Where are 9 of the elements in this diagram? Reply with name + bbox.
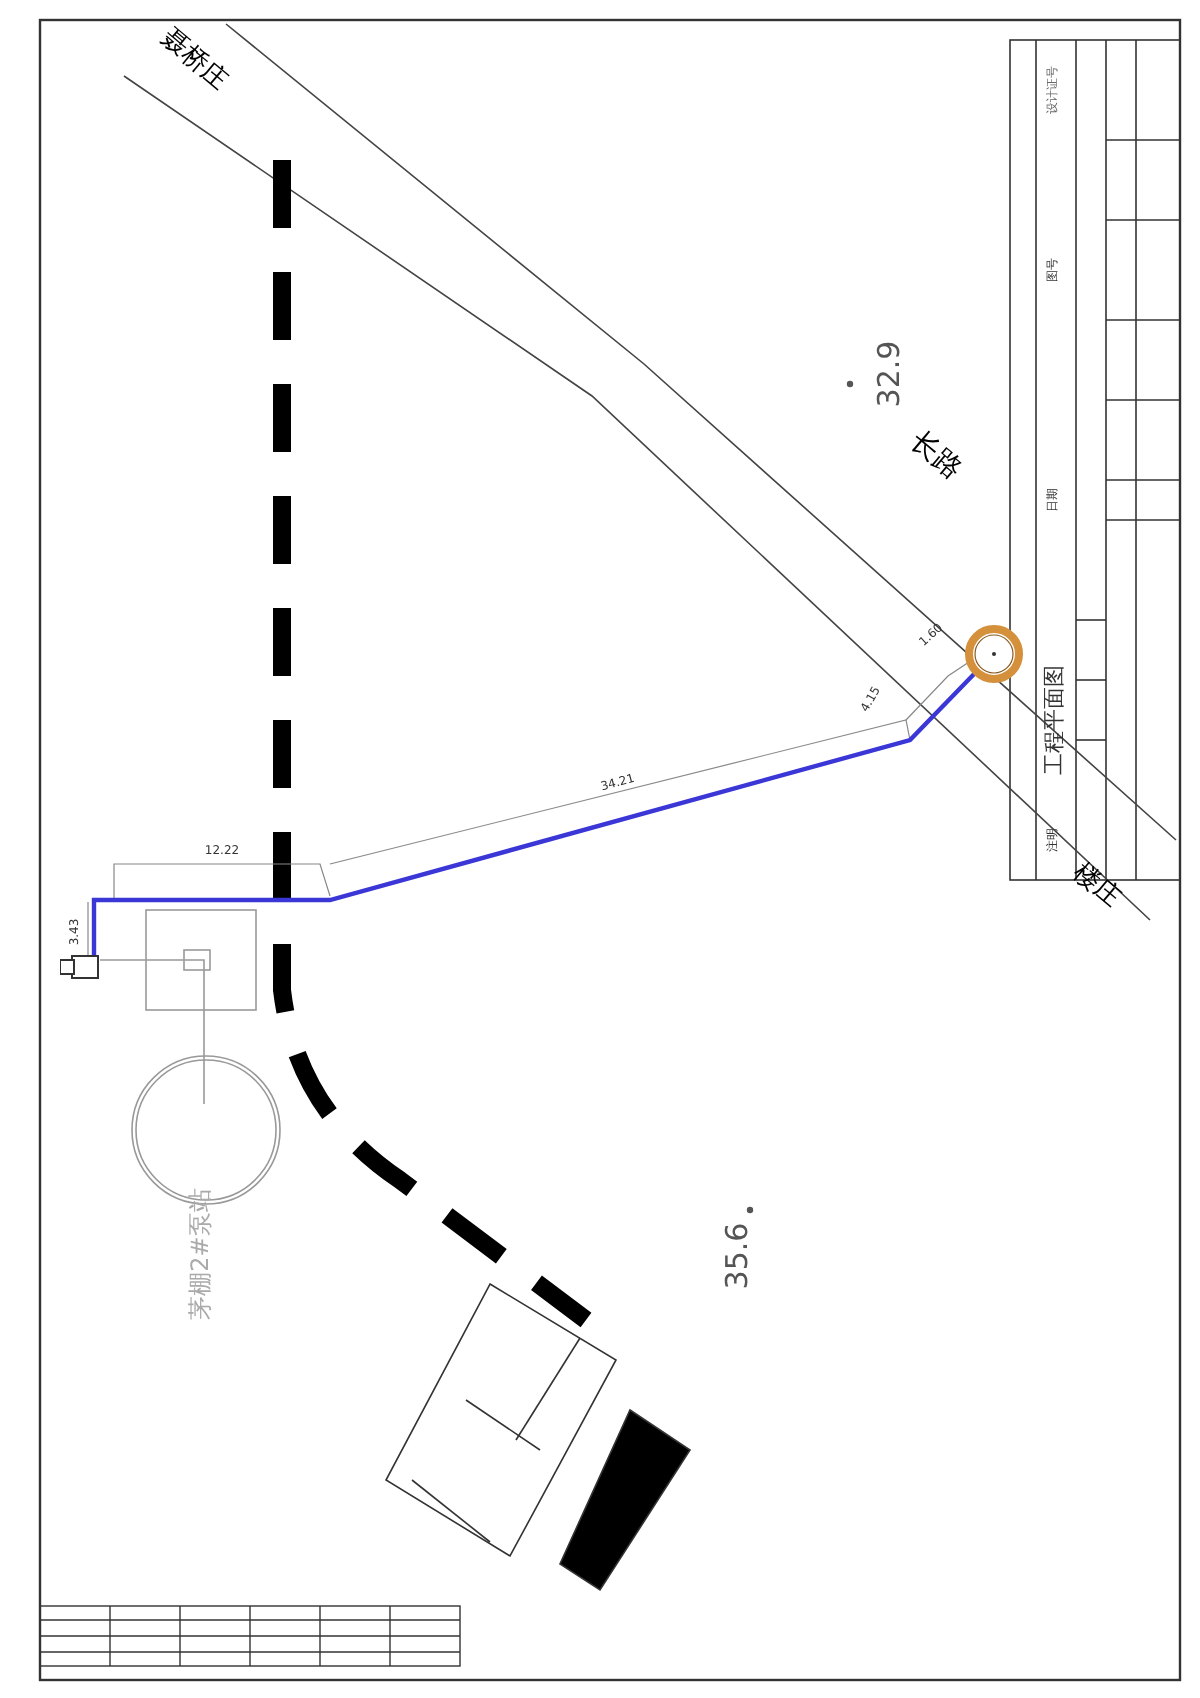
place-name: 聂桥庄: [155, 24, 233, 96]
elevation-label: 35.6: [723, 1222, 753, 1290]
well-symbol: [964, 624, 1024, 684]
station-label: 茅棚2#泵站: [188, 1188, 212, 1320]
pipe-outlet-symbol: [60, 954, 100, 980]
road-name: 长路: [905, 427, 967, 485]
elevation-label: 32.9: [875, 340, 905, 408]
place-name: 楼庄: [1067, 859, 1125, 913]
drawing-title: 工程平面图: [1043, 665, 1065, 775]
